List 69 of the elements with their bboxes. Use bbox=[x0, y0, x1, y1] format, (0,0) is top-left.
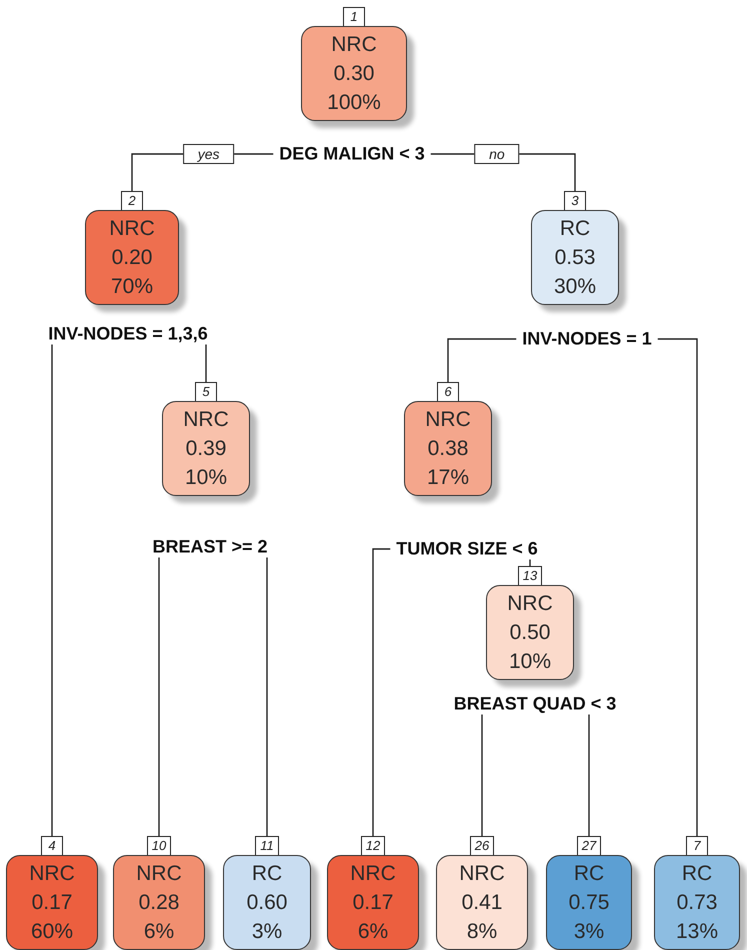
node-text: 3% bbox=[574, 919, 604, 945]
node-text: 0.17 bbox=[32, 890, 72, 916]
split-rule: BREAST QUAD < 3 bbox=[448, 694, 622, 714]
connector-line bbox=[205, 344, 207, 382]
node-text: 60% bbox=[30, 919, 74, 945]
node-number: 12 bbox=[360, 836, 386, 855]
node-text: NRC bbox=[183, 407, 229, 433]
node-text: NRC bbox=[350, 861, 396, 887]
split-rule: INV-NODES = 1,3,6 bbox=[42, 324, 214, 344]
node-text: 6% bbox=[358, 919, 388, 945]
node-text: NRC bbox=[331, 32, 377, 58]
node-text: 0.38 bbox=[428, 436, 468, 462]
node-number: 3 bbox=[564, 191, 586, 210]
node-text: 70% bbox=[110, 274, 154, 300]
node-text: 0.60 bbox=[246, 890, 288, 916]
node-text: 8% bbox=[466, 919, 498, 945]
connector-line bbox=[481, 714, 483, 836]
split-rule: DEG MALIGN < 3 bbox=[273, 144, 431, 164]
node-text: 0.17 bbox=[352, 890, 394, 916]
node-text: NRC bbox=[507, 591, 553, 617]
node-text: RC bbox=[574, 861, 604, 887]
node-number: 7 bbox=[686, 836, 708, 855]
node-text: 0.73 bbox=[676, 890, 718, 916]
node-text: 0.39 bbox=[186, 436, 226, 462]
node-text: RC bbox=[560, 216, 590, 242]
node-text: 0.75 bbox=[568, 890, 610, 916]
node-text: NRC bbox=[109, 216, 155, 242]
node-text: NRC bbox=[29, 861, 75, 887]
connector-line bbox=[447, 338, 516, 382]
node-text: 0.20 bbox=[112, 245, 152, 271]
node-number: 26 bbox=[470, 836, 494, 855]
edge-label: no bbox=[474, 144, 520, 164]
connector-line bbox=[51, 344, 53, 836]
edge-label: yes bbox=[182, 144, 234, 164]
split-rule: BREAST >= 2 bbox=[146, 536, 274, 558]
connector-line bbox=[266, 558, 268, 836]
node-text: 0.30 bbox=[334, 61, 374, 87]
connector-line bbox=[372, 548, 390, 836]
node-number: 10 bbox=[146, 836, 172, 855]
node-text: NRC bbox=[136, 861, 182, 887]
node-number: 27 bbox=[576, 836, 602, 855]
connector-line bbox=[658, 338, 698, 836]
node-number: 13 bbox=[518, 566, 542, 585]
connector-line bbox=[158, 558, 160, 836]
node-number: 1 bbox=[343, 7, 365, 26]
node-text: 10% bbox=[184, 465, 228, 491]
node-text: NRC bbox=[425, 407, 471, 433]
node-text: NRC bbox=[459, 861, 505, 887]
node-text: 0.50 bbox=[510, 620, 550, 646]
node-text: 0.53 bbox=[554, 245, 596, 271]
node-text: 17% bbox=[426, 465, 470, 491]
node-text: 13% bbox=[676, 919, 718, 945]
node-text: 100% bbox=[327, 90, 381, 116]
node-text: 30% bbox=[554, 274, 596, 300]
node-text: 0.28 bbox=[138, 890, 180, 916]
node-text: 10% bbox=[508, 649, 552, 675]
node-text: 6% bbox=[144, 919, 174, 945]
node-number: 6 bbox=[437, 382, 459, 401]
node-number: 2 bbox=[121, 191, 143, 210]
node-text: 0.41 bbox=[462, 890, 502, 916]
node-text: 3% bbox=[252, 919, 282, 945]
split-rule: INV-NODES = 1 bbox=[516, 328, 658, 350]
split-rule: TUMOR SIZE < 6 bbox=[390, 538, 544, 560]
node-number: 5 bbox=[195, 382, 217, 401]
node-text: RC bbox=[682, 861, 712, 887]
node-text: RC bbox=[252, 861, 282, 887]
node-number: 11 bbox=[255, 836, 279, 855]
node-number: 4 bbox=[41, 836, 63, 855]
connector-line bbox=[588, 714, 590, 836]
